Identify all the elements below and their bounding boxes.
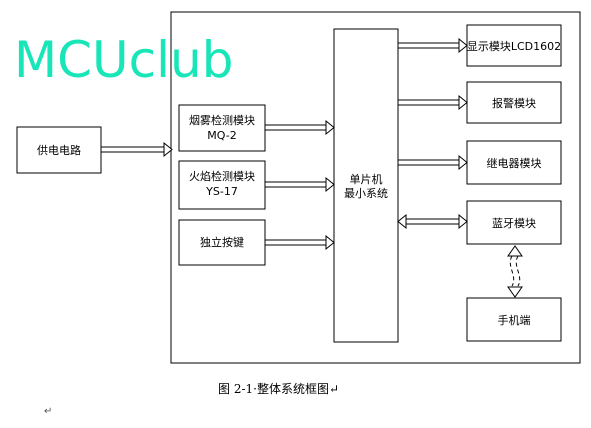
arrow-mcu-to-alarm bbox=[398, 94, 468, 111]
flame-sensor-block bbox=[178, 160, 266, 210]
smoke-sensor-label: 烟雾检测模块 bbox=[189, 113, 255, 127]
mcu-block bbox=[333, 28, 399, 343]
smoke-sensor-model: MQ-2 bbox=[207, 129, 236, 142]
alarm-label: 报警模块 bbox=[492, 96, 536, 110]
relay-label: 继电器模块 bbox=[487, 157, 542, 170]
phone-label: 手机端 bbox=[498, 313, 531, 327]
arrow-smoke-to-mcu bbox=[265, 119, 335, 136]
smoke-sensor-block bbox=[178, 104, 266, 152]
arrow-mcu-to-display bbox=[398, 37, 468, 54]
bluetooth-block bbox=[466, 200, 562, 245]
power-supply-label: 供电电路 bbox=[37, 143, 81, 157]
arrow-flame-to-mcu bbox=[265, 176, 335, 193]
key-label: 独立按键 bbox=[200, 235, 244, 249]
key-block bbox=[178, 219, 266, 266]
alarm-block bbox=[466, 81, 562, 124]
figure-caption: 图 2-1·整体系统框图↵ bbox=[218, 381, 339, 396]
bluetooth-label: 蓝牙模块 bbox=[492, 217, 536, 230]
arrow-power-to-system bbox=[101, 141, 173, 158]
power-supply-block bbox=[16, 126, 102, 174]
paragraph-mark: ↵ bbox=[44, 406, 52, 417]
arrow-mcu-bluetooth-bidirectional bbox=[397, 213, 468, 230]
wireless-link-bluetooth-phone bbox=[507, 245, 523, 298]
mcu-label-line1: 单片机 bbox=[350, 172, 383, 186]
arrow-key-to-mcu bbox=[265, 234, 335, 251]
flame-sensor-model: YS-17 bbox=[205, 185, 238, 198]
display-label: 显示模块LCD1602 bbox=[467, 40, 561, 53]
arrow-mcu-to-relay bbox=[398, 154, 468, 171]
mcu-label-line2: 最小系统 bbox=[344, 187, 388, 200]
phone-block bbox=[466, 297, 562, 342]
flame-sensor-label: 火焰检测模块 bbox=[189, 169, 255, 183]
watermark-logo: MCUclub bbox=[14, 31, 233, 89]
